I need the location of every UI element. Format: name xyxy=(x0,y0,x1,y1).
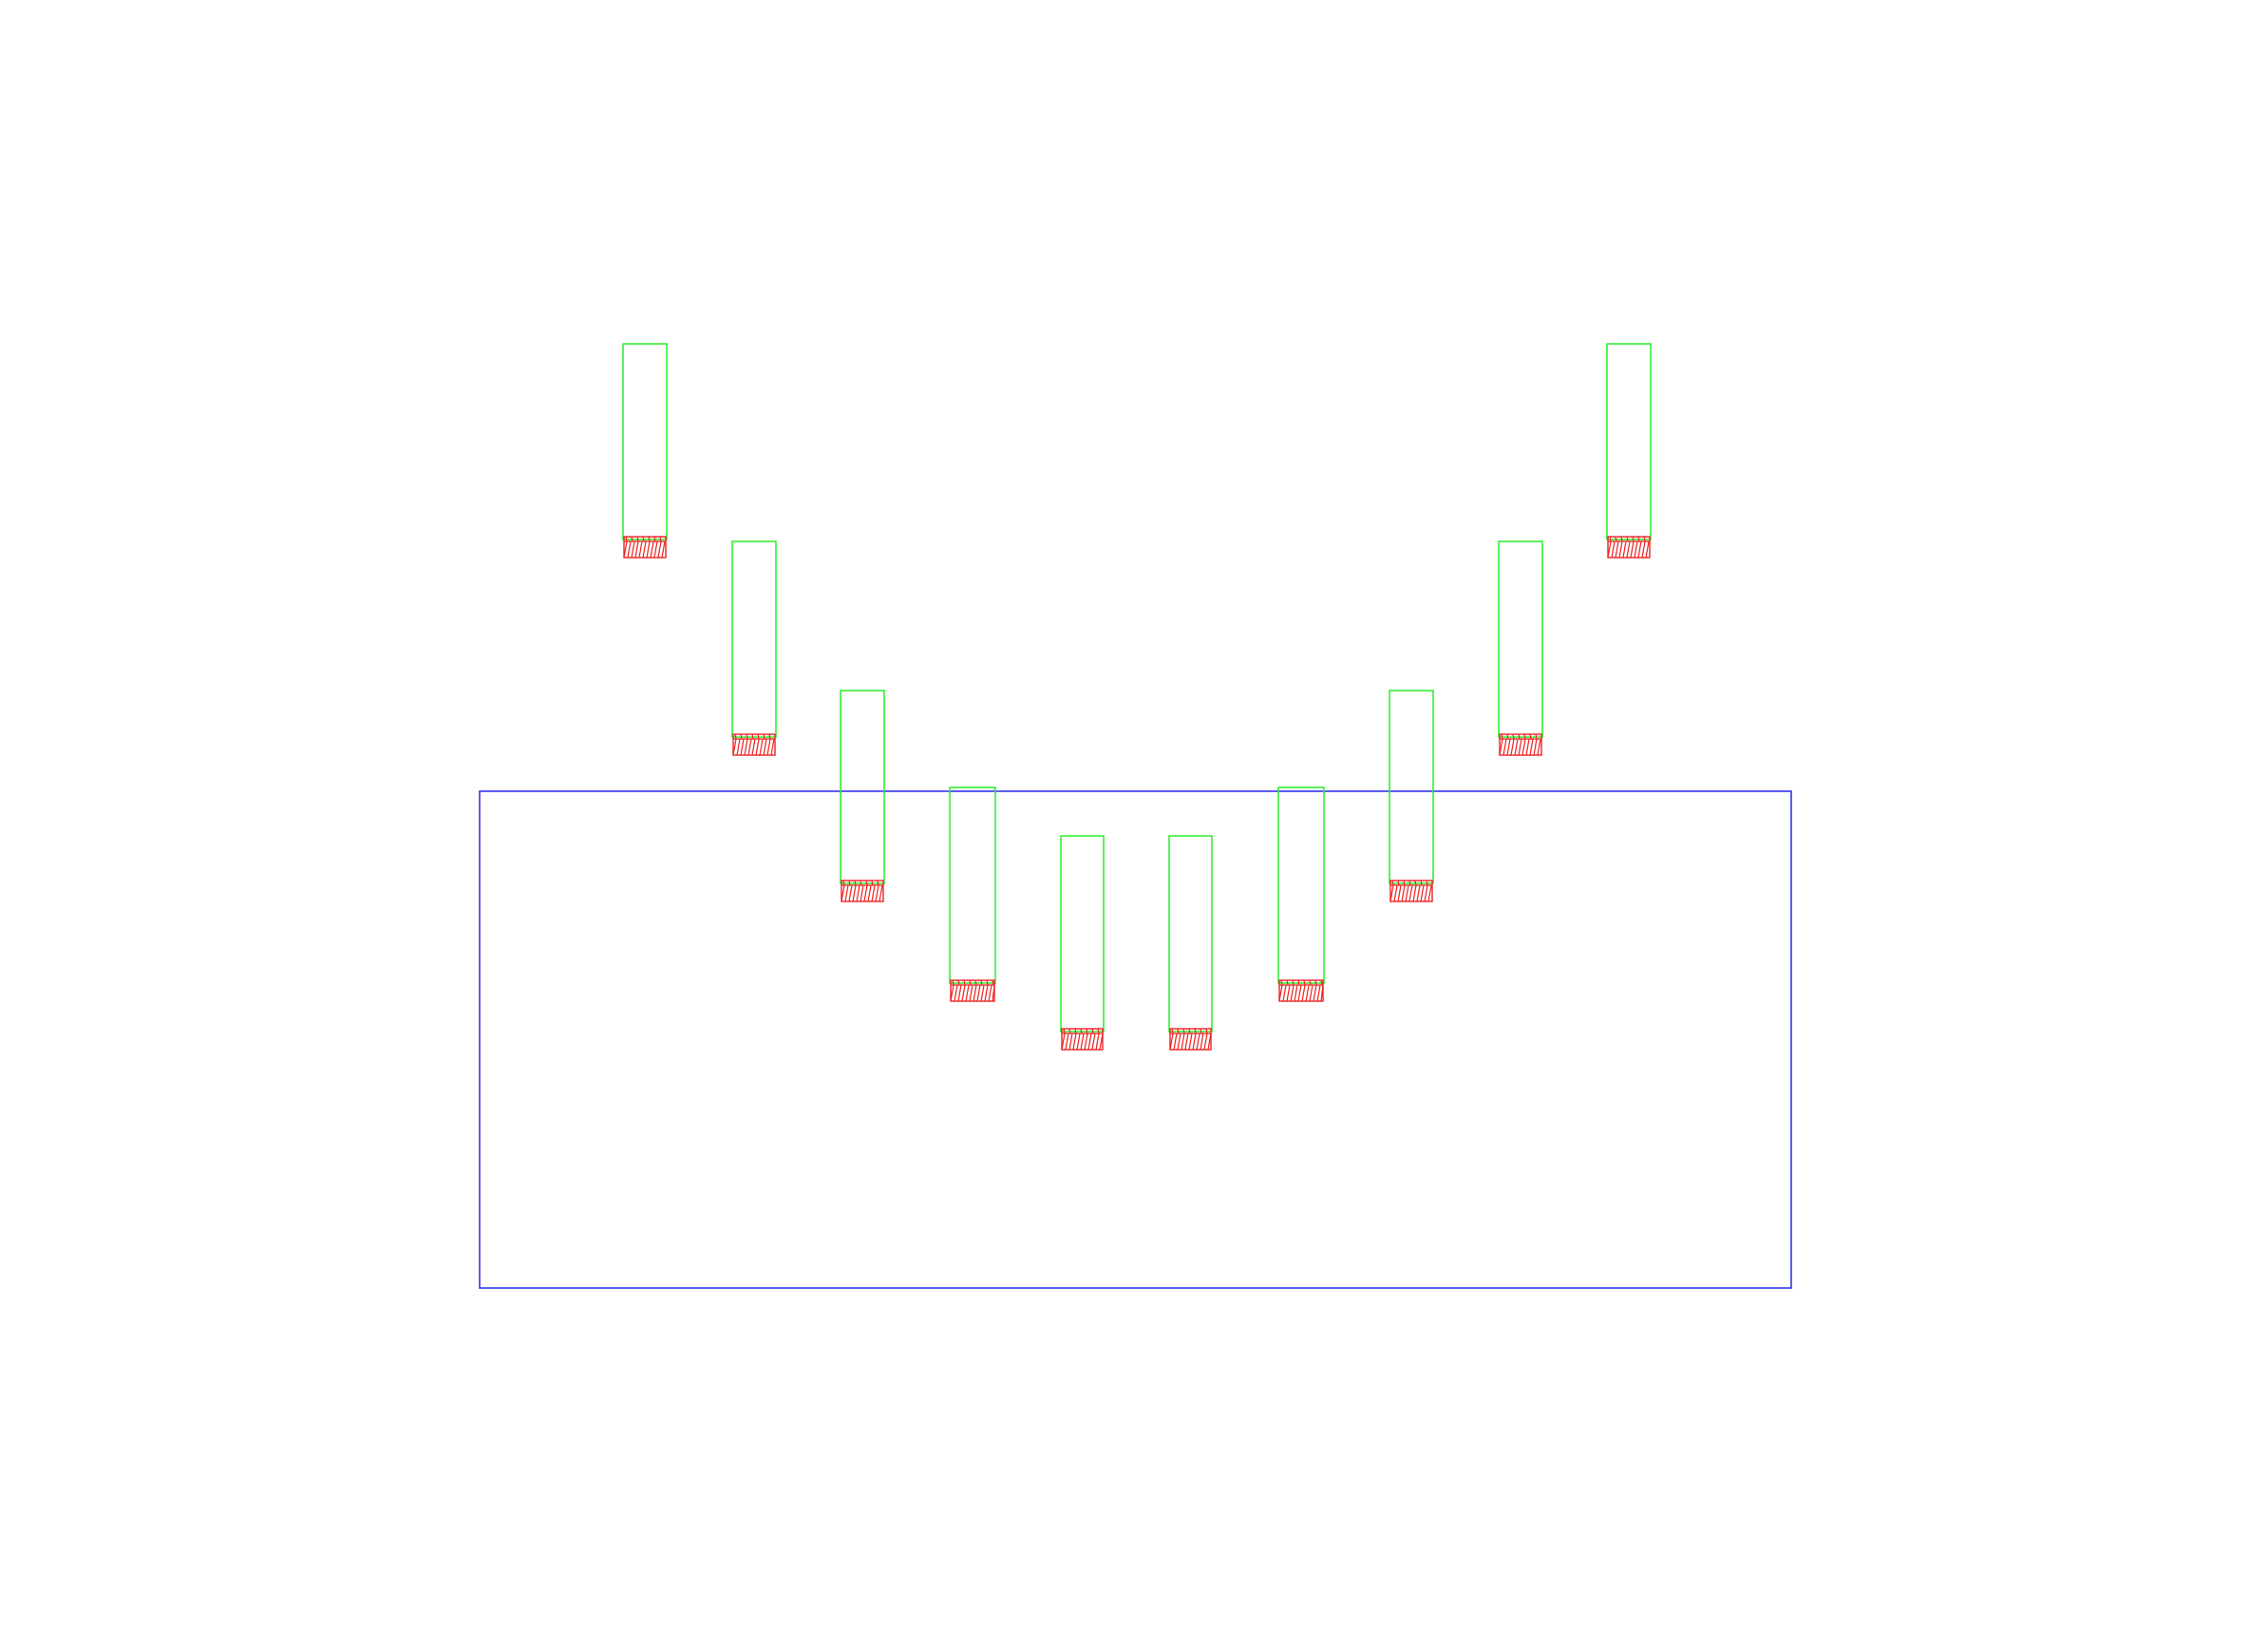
pile-tip-9 xyxy=(1499,733,1542,756)
pile-tip-7 xyxy=(1278,979,1324,1002)
boundary-rectangle xyxy=(479,790,1792,1289)
pile-tip-6 xyxy=(1169,1028,1212,1051)
pile-7 xyxy=(1277,787,1325,984)
pile-tip-4 xyxy=(950,979,995,1002)
pile-tip-2 xyxy=(732,733,776,756)
pile-tip-1 xyxy=(623,536,667,559)
pile-1 xyxy=(622,343,668,540)
drawing-layer xyxy=(479,343,1792,1289)
pile-8 xyxy=(1389,690,1434,884)
pile-6 xyxy=(1168,835,1213,1033)
pile-tip-8 xyxy=(1389,880,1433,902)
pile-3 xyxy=(840,690,885,884)
pile-4 xyxy=(949,787,996,984)
pile-2 xyxy=(731,540,777,738)
pile-5 xyxy=(1060,835,1105,1033)
pile-9 xyxy=(1498,540,1543,738)
pile-tip-5 xyxy=(1061,1028,1104,1051)
pile-tip-3 xyxy=(841,880,884,902)
pile-tip-10 xyxy=(1607,536,1651,559)
pile-10 xyxy=(1606,343,1652,540)
